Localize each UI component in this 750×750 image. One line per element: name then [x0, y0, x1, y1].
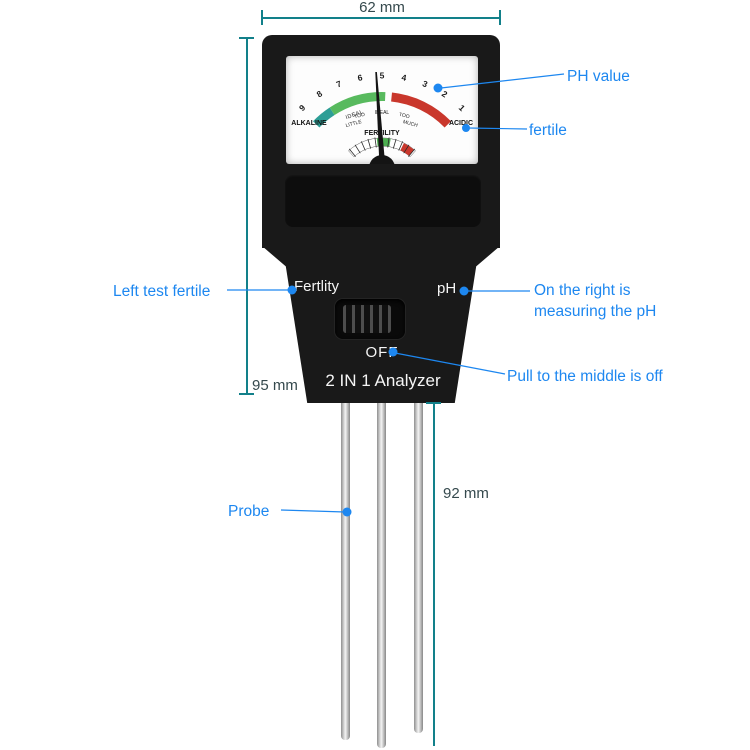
acidic-label: ACIDIC — [449, 120, 473, 127]
ph-number-3: 3 — [421, 78, 429, 89]
fertility-much-label: MUCH — [402, 119, 418, 129]
callout-line-probe — [280, 509, 346, 513]
switch-state-label: OFF — [365, 344, 399, 361]
dimension-probe-label: 92 mm — [443, 485, 489, 502]
gauge-needle — [375, 72, 385, 160]
ph-ideal-zone-label: IDEAL — [345, 109, 364, 121]
callout-right-ph-line2: measuring the pH — [534, 303, 657, 320]
alkaline-label: ALKALINE — [291, 120, 327, 127]
callout-ph-value: PH value — [567, 68, 630, 85]
dimension-width-line — [262, 17, 500, 19]
ph-band-ideal — [329, 92, 386, 115]
fertility-little-label: LITTLE — [345, 119, 363, 129]
callout-fertile: fertile — [529, 122, 567, 139]
ph-scale-numbers: 9 8 7 6 5 4 3 2 1 — [297, 71, 467, 114]
dimension-height-tick-top — [239, 37, 254, 39]
fertility-band-too-much — [400, 143, 415, 156]
probe-middle — [377, 402, 386, 748]
callout-left-test-fertile: Left test fertile — [113, 283, 211, 300]
dimension-height-tick-bottom — [239, 393, 254, 395]
ph-number-9: 9 — [297, 102, 308, 113]
callout-probe: Probe — [228, 503, 270, 520]
ph-number-4: 4 — [401, 72, 408, 83]
switch-grip — [343, 305, 391, 333]
gauge-graphic: 9 8 7 6 5 4 3 2 1 ALKALINE ACIDIC IDEAL … — [291, 71, 473, 181]
ph-band-alkaline — [313, 107, 335, 128]
gauge-face: 9 8 7 6 5 4 3 2 1 ALKALINE ACIDIC IDEAL … — [286, 56, 478, 181]
fertility-ideal-label: IDEAL — [375, 110, 390, 116]
callout-right-ph: On the right is measuring the pH — [534, 280, 656, 322]
label-recess — [285, 175, 481, 227]
dimension-height-line — [246, 38, 248, 394]
fertility-mode-label: Fertlity — [294, 278, 339, 295]
dimension-probe-line — [433, 403, 435, 746]
ph-band-acidic — [391, 92, 451, 128]
ph-number-8: 8 — [315, 88, 325, 99]
ph-number-7: 7 — [335, 78, 343, 89]
probe-right — [414, 402, 423, 733]
dimension-width-label: 62 mm — [359, 0, 405, 16]
probe-left — [341, 402, 350, 740]
dimension-width-tick-right — [499, 10, 501, 25]
ph-number-2: 2 — [440, 89, 450, 100]
callout-right-ph-line1: On the right is — [534, 282, 631, 299]
needle-hub — [369, 155, 395, 181]
ph-number-5: 5 — [380, 71, 385, 81]
fertility-band-base — [348, 137, 416, 158]
fertility-too-left-label: TOO — [354, 112, 366, 121]
ph-number-1: 1 — [457, 103, 468, 114]
ph-number-6: 6 — [357, 72, 364, 83]
ph-mode-label: pH — [437, 280, 457, 297]
product-name: 2 IN 1 Analyzer — [325, 371, 441, 390]
callout-pull-middle-off: Pull to the middle is off — [507, 368, 663, 385]
dimension-probe-tick-top — [426, 402, 441, 404]
dimension-height-label: 95 mm — [252, 377, 298, 394]
mode-switch — [335, 299, 405, 339]
dimension-width-tick-left — [261, 10, 263, 25]
fertility-too-right-label: TOO — [398, 112, 410, 121]
